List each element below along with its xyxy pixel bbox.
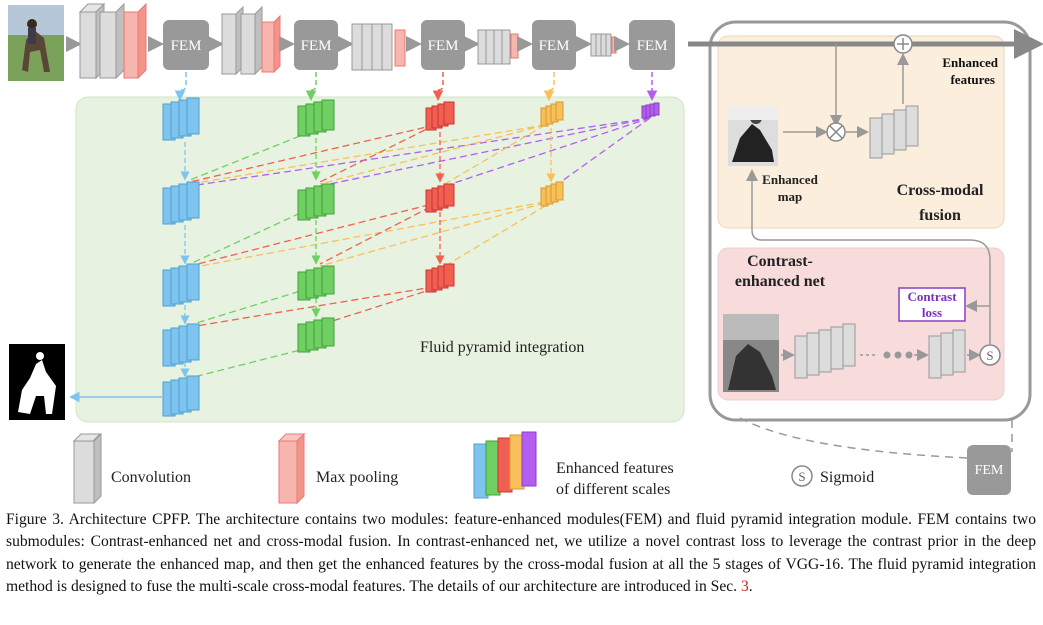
fem-box-3: FEM: [421, 20, 465, 70]
feature-green-row3: [297, 265, 335, 301]
conv-block-stage5: [590, 33, 617, 57]
contrast-loss-box: Contrast loss: [898, 287, 966, 322]
caption-end: .: [748, 578, 753, 596]
legend-enhanced-features-icon: [473, 431, 537, 499]
conv-block-stage4: [477, 29, 519, 65]
fem-legend-label: FEM: [975, 463, 1004, 478]
fem-label-1: FEM: [171, 38, 202, 54]
conv-block-stage3: [351, 23, 406, 71]
enhanced-features-label-2: features: [950, 72, 995, 87]
feature-green-row4: [297, 317, 335, 353]
depth-map-image: [723, 314, 779, 392]
contrast-loss-label-2: loss: [922, 305, 942, 320]
feature-purple-row1: [641, 102, 660, 119]
feature-red-row1: [425, 101, 455, 131]
fem-box-2: FEM: [294, 20, 338, 70]
enhanced-map-arrow: [746, 169, 991, 344]
contrast-net-label-1: Contrast-: [747, 253, 813, 270]
input-image: [8, 5, 64, 81]
contrast-conv-block-1: [794, 323, 856, 379]
legend-sigmoid-label: Sigmoid: [820, 469, 874, 486]
architecture-figure: FEM FEM FEM FEM: [8, 2, 1043, 505]
fem-detail-outline: [708, 20, 1032, 422]
pyramid-connections: [189, 117, 651, 379]
legend-convolution-icon: [72, 432, 102, 505]
caption-text: Figure 3. Architecture CPFP. The archite…: [6, 511, 1036, 596]
fem-box-5: FEM: [629, 20, 675, 70]
fem-label-5: FEM: [637, 38, 668, 54]
svg-text:S: S: [986, 348, 993, 363]
feature-green-row2: [297, 183, 335, 221]
fem-label-3: FEM: [428, 38, 459, 54]
feature-red-row3: [425, 263, 455, 293]
enhanced-map-label-1: Enhanced: [762, 172, 818, 187]
conv-block-stage1: [78, 2, 147, 80]
conv-block-stage2: [221, 5, 281, 76]
legend-maxpool-label: Max pooling: [316, 469, 398, 486]
cross-modal-label-1: Cross-modal: [897, 182, 984, 199]
enhanced-features-label-1: Enhanced: [942, 55, 998, 70]
fem-box-4: FEM: [532, 20, 576, 70]
legend-enhanced-label-2: of different scales: [556, 481, 670, 498]
enhanced-map-image: [728, 106, 778, 166]
feature-blue-row4: [162, 323, 200, 367]
feature-blue-row2: [162, 181, 200, 225]
feature-blue-row1: [162, 97, 200, 141]
section-ref-link[interactable]: 3: [740, 578, 749, 596]
fusion-conv-block: [869, 105, 919, 159]
enhanced-map-label-2: map: [778, 189, 803, 204]
figure-caption: Figure 3. Architecture CPFP. The archite…: [6, 509, 1036, 599]
legend-enhanced-label-1: Enhanced features: [556, 460, 674, 477]
fem-legend-box: FEM: [967, 445, 1011, 495]
feature-yellow-row2: [540, 181, 564, 207]
legend-sigmoid-icon: S: [791, 465, 813, 487]
output-saliency-map: [9, 344, 65, 420]
contrast-loss-label-1: Contrast: [907, 289, 957, 304]
feature-yellow-row1: [540, 101, 564, 127]
fem-box-1: FEM: [163, 20, 209, 70]
svg-text:S: S: [798, 469, 805, 484]
cross-modal-label-2: fusion: [919, 207, 961, 224]
feature-blue-row3: [162, 263, 200, 307]
fem-label-4: FEM: [539, 38, 570, 54]
fem-label-2: FEM: [301, 38, 332, 54]
fluid-pyramid-panel: [75, 96, 685, 423]
feature-blue-row5: [162, 375, 200, 417]
legend-maxpool-icon: [277, 432, 306, 505]
feature-red-row2: [425, 183, 455, 213]
sigmoid-icon: S: [979, 344, 1001, 366]
contrast-net-label-2: enhanced net: [735, 273, 826, 290]
contrast-conv-block-2: [928, 329, 966, 379]
fluid-pyramid-label: Fluid pyramid integration: [420, 339, 584, 356]
legend-convolution-label: Convolution: [111, 469, 191, 486]
feature-green-row1: [297, 99, 335, 137]
